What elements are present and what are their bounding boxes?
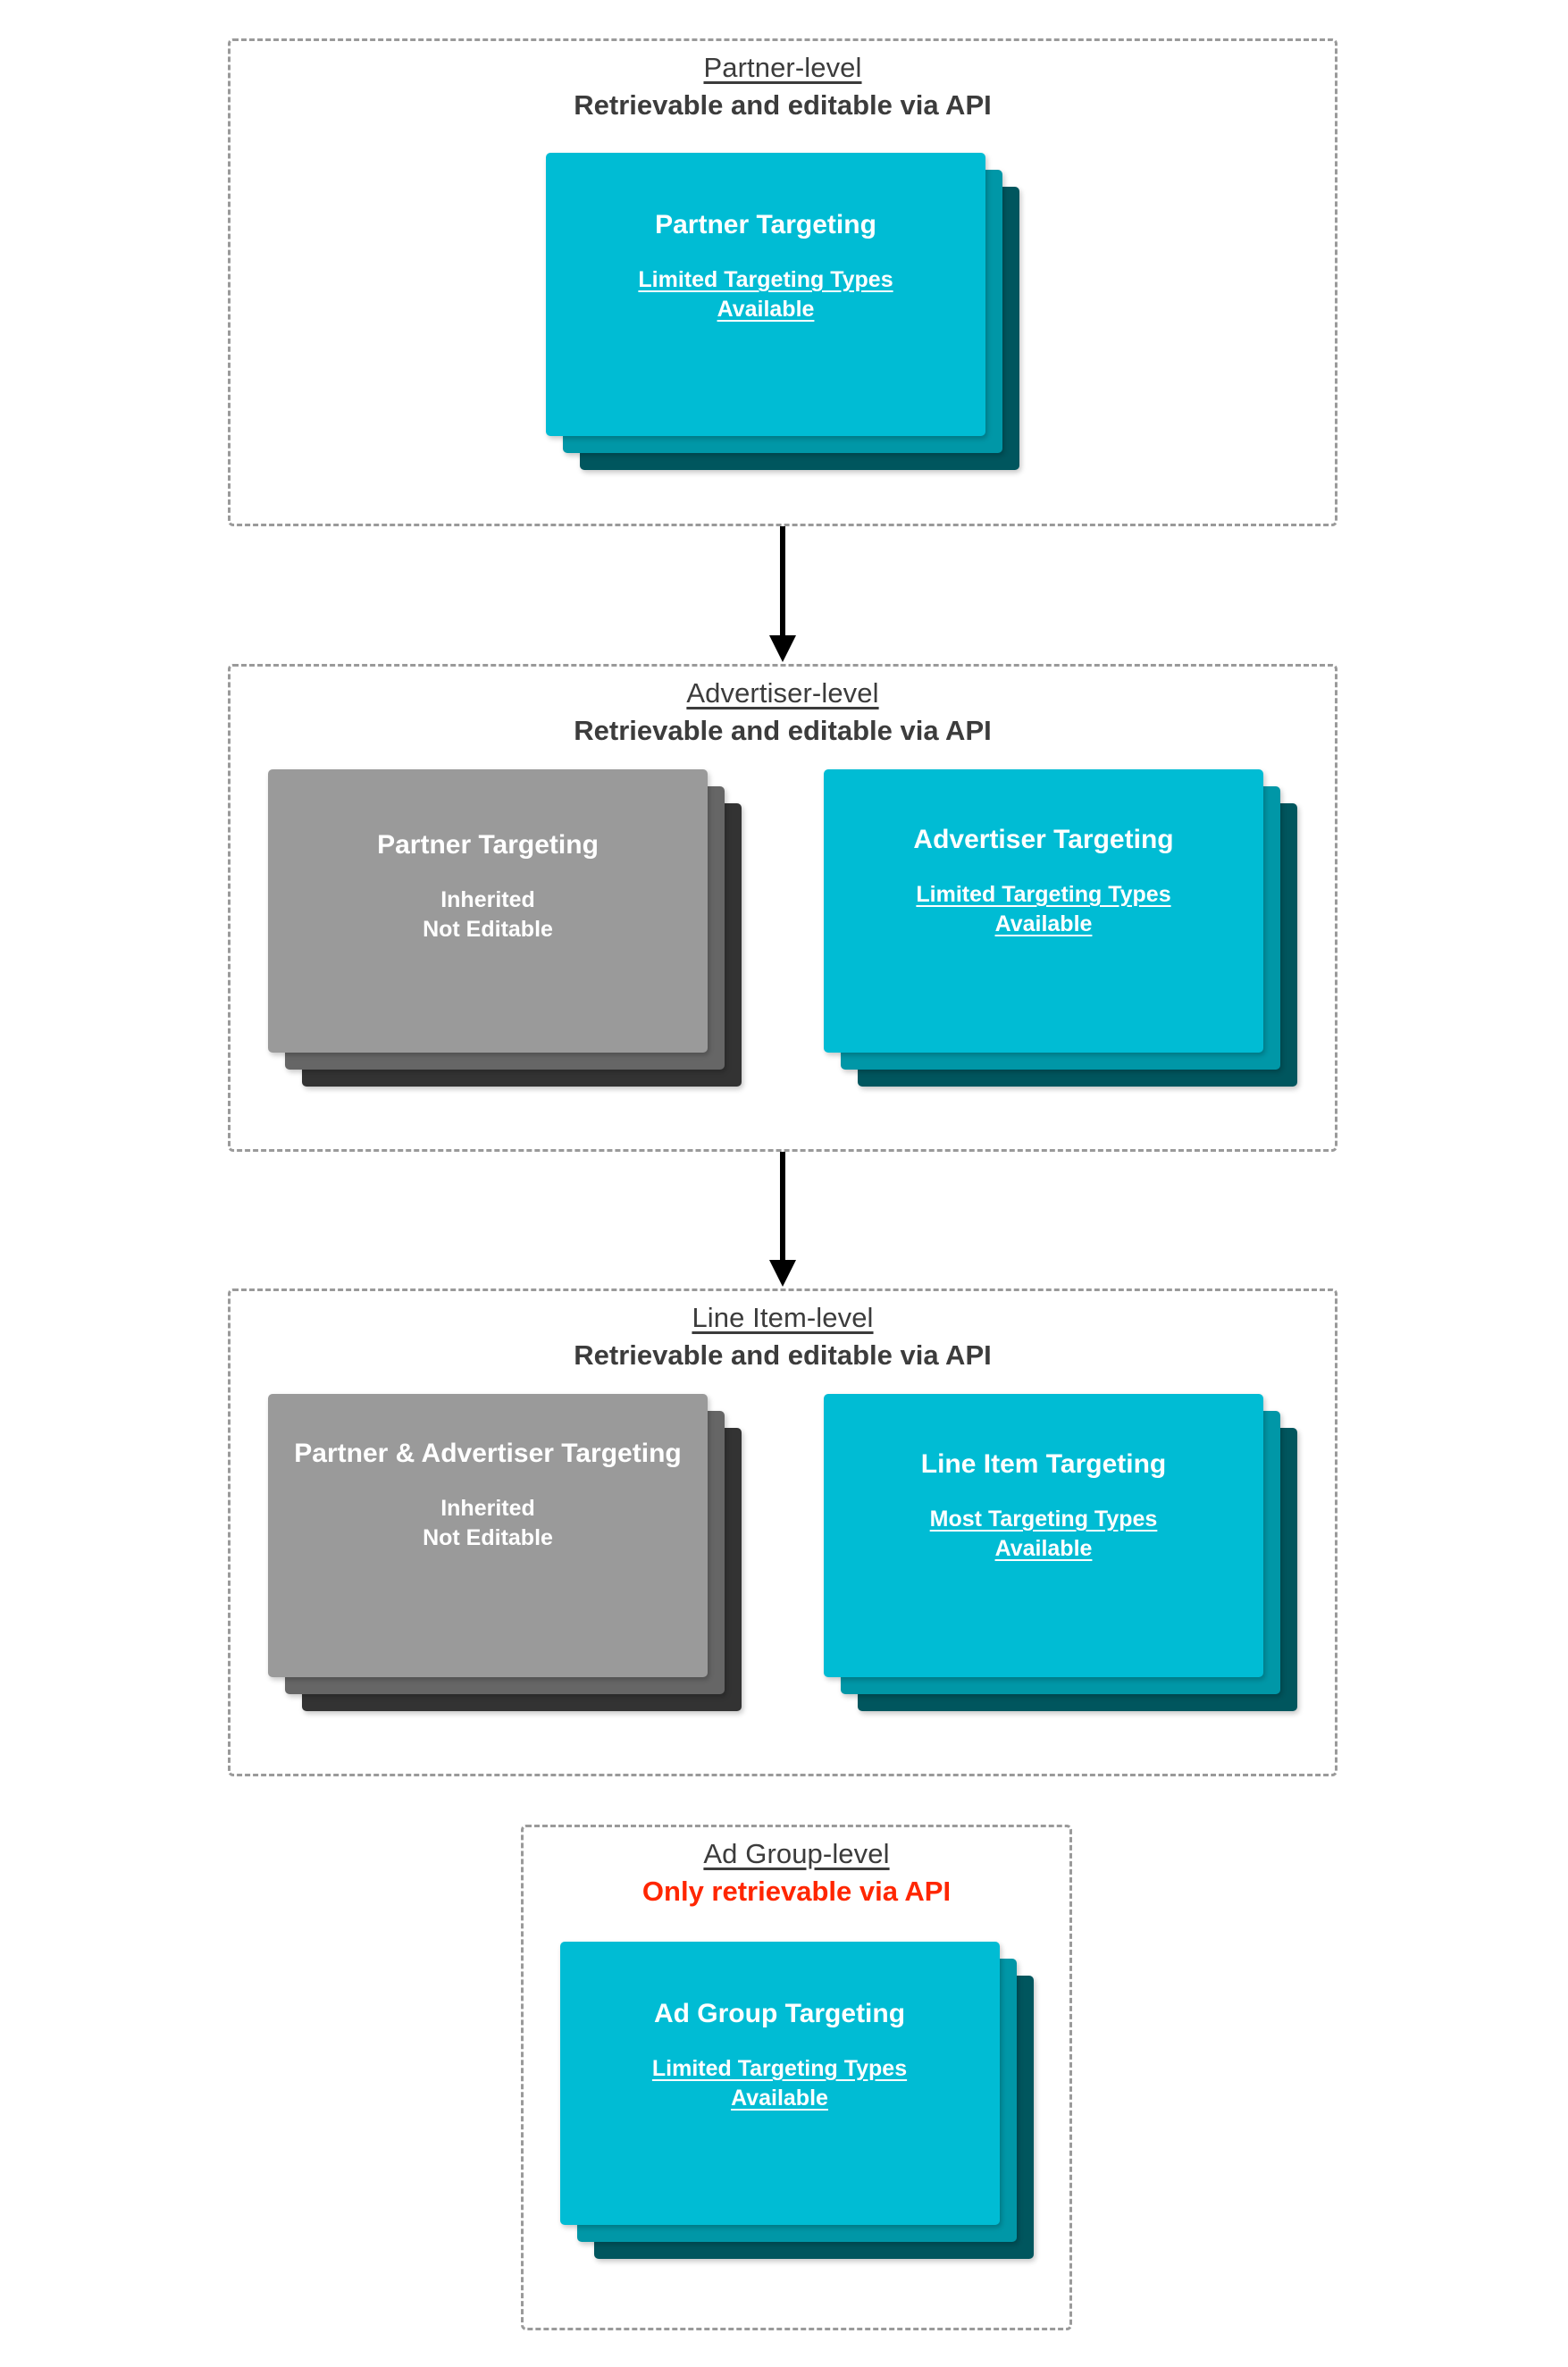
- card-title: Advertiser Targeting: [913, 825, 1174, 854]
- card-subtitle-line-2: Available: [994, 1536, 1093, 1562]
- level-section-advertiser: Advertiser-level Retrievable and editabl…: [228, 664, 1337, 1152]
- level-section-partner: Partner-level Retrievable and editable v…: [228, 38, 1337, 526]
- card-layer-front: [559, 1942, 1000, 2225]
- level-api-note-line-item: Retrievable and editable via API: [574, 1339, 992, 1371]
- card-subtitle-line-1: Limited Targeting Types: [651, 2056, 908, 2082]
- card-stack-line-item-targeting[interactable]: Line Item Targeting Most Targeting Types…: [824, 1394, 1297, 1711]
- card-layer-front: [824, 769, 1263, 1053]
- card-stack-inherited-partner-targeting[interactable]: Partner Targeting Inherited Not Editable: [268, 769, 742, 1087]
- card-layer-front: [268, 1394, 708, 1677]
- connector-arrow-advertiser-to-line-item: [765, 1152, 801, 1288]
- level-section-line-item: Line Item-level Retrievable and editable…: [228, 1288, 1337, 1776]
- level-header-line-item: Line Item-level Retrievable and editable…: [231, 1291, 1335, 1373]
- level-api-note-advertiser: Retrievable and editable via API: [574, 714, 992, 746]
- card-subtitle-line-1: Most Targeting Types: [929, 1507, 1158, 1532]
- level-title-line-item: Line Item-level: [692, 1302, 874, 1333]
- card-stack-advertiser-targeting[interactable]: Advertiser Targeting Limited Targeting T…: [824, 769, 1297, 1087]
- card-title: Partner & Advertiser Targeting: [294, 1439, 682, 1468]
- card-subtitle-line-1: Inherited: [440, 1496, 535, 1522]
- card-subtitle-line-1: Inherited: [440, 887, 535, 913]
- card-layer-front: [546, 153, 985, 436]
- card-content-ad-group-targeting: Ad Group Targeting Limited Targeting Typ…: [560, 1942, 1000, 2113]
- card-subtitle-line-1: Limited Targeting Types: [916, 882, 1171, 908]
- level-api-note-partner: Retrievable and editable via API: [574, 88, 992, 121]
- card-content-line-item-targeting: Line Item Targeting Most Targeting Types…: [824, 1394, 1263, 1564]
- card-row-partner: Partner Targeting Limited Targeting Type…: [231, 153, 1335, 470]
- level-header-partner: Partner-level Retrievable and editable v…: [231, 41, 1335, 123]
- card-subtitle-line-2: Available: [717, 297, 815, 323]
- level-title-ad-group: Ad Group-level: [703, 1838, 890, 1869]
- card-layer-front: [824, 1394, 1263, 1677]
- level-section-ad-group: Ad Group-level Only retrievable via API …: [521, 1825, 1072, 2330]
- card-title: Partner Targeting: [377, 830, 599, 860]
- level-header-advertiser: Advertiser-level Retrievable and editabl…: [231, 667, 1335, 749]
- card-subtitle-line-1: Limited Targeting Types: [638, 267, 893, 293]
- level-title-partner: Partner-level: [703, 52, 862, 83]
- card-subtitle-line-2: Not Editable: [423, 1525, 553, 1551]
- card-content-advertiser-targeting: Advertiser Targeting Limited Targeting T…: [824, 769, 1263, 939]
- card-stack-partner-targeting[interactable]: Partner Targeting Limited Targeting Type…: [546, 153, 1019, 470]
- card-row-ad-group: Ad Group Targeting Limited Targeting Typ…: [524, 1942, 1069, 2259]
- card-content-partner-targeting: Partner Targeting Limited Targeting Type…: [546, 153, 985, 324]
- card-row-line-item: Partner & Advertiser Targeting Inherited…: [231, 1394, 1335, 1711]
- card-stack-ad-group-targeting[interactable]: Ad Group Targeting Limited Targeting Typ…: [559, 1942, 1034, 2259]
- card-row-advertiser: Partner Targeting Inherited Not Editable…: [231, 769, 1335, 1087]
- card-subtitle-line-2: Available: [994, 911, 1093, 937]
- card-subtitle-line-2: Not Editable: [423, 917, 553, 943]
- card-content-inherited-partner-targeting: Partner Targeting Inherited Not Editable: [268, 769, 708, 944]
- level-header-ad-group: Ad Group-level Only retrievable via API: [524, 1827, 1069, 1910]
- card-title: Line Item Targeting: [920, 1449, 1167, 1479]
- connector-arrow-partner-to-advertiser: [765, 526, 801, 664]
- card-stack-inherited-partner-advertiser-targeting[interactable]: Partner & Advertiser Targeting Inherited…: [268, 1394, 742, 1711]
- card-content-inherited-partner-advertiser-targeting: Partner & Advertiser Targeting Inherited…: [268, 1394, 708, 1553]
- card-layer-front: [268, 769, 708, 1053]
- card-title: Partner Targeting: [655, 210, 876, 239]
- card-title: Ad Group Targeting: [653, 1999, 906, 2028]
- level-title-advertiser: Advertiser-level: [686, 677, 879, 709]
- card-subtitle-line-2: Available: [731, 2086, 828, 2111]
- level-api-note-ad-group: Only retrievable via API: [641, 1875, 952, 1907]
